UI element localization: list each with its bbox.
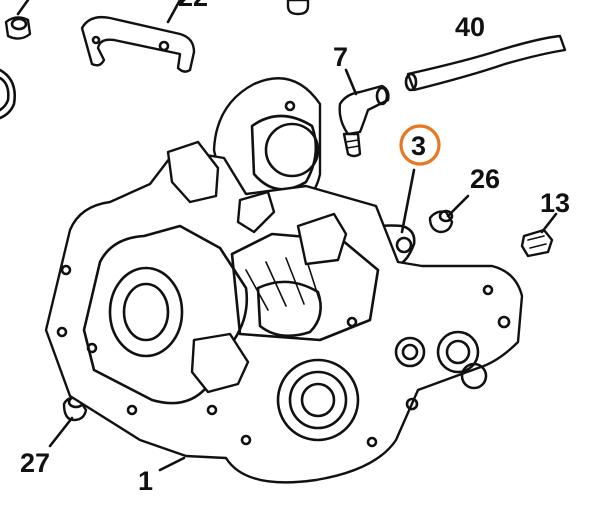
- leader-22: [166, 0, 182, 24]
- part-13-screw-plug[interactable]: [520, 228, 554, 258]
- part-top-left-fragment: [0, 0, 32, 120]
- callout-26[interactable]: 26: [470, 164, 500, 194]
- callout-27[interactable]: 27: [20, 448, 50, 478]
- leader-7: [344, 68, 358, 96]
- leader-26: [446, 194, 470, 218]
- callout-40[interactable]: 40: [455, 12, 485, 42]
- part-40-hose[interactable]: [404, 34, 567, 92]
- callout-22[interactable]: 22: [178, 0, 208, 12]
- callout-13[interactable]: 13: [540, 188, 570, 218]
- part-1-crankcase[interactable]: [44, 77, 524, 484]
- callout-7[interactable]: 7: [333, 42, 348, 72]
- part-22-bracket[interactable]: [80, 15, 196, 73]
- part-26-dowel[interactable]: [428, 209, 454, 234]
- callout-3-highlight-ring: [399, 124, 441, 166]
- leader-13: [540, 212, 558, 234]
- leader-1: [158, 456, 186, 472]
- part-top-bushing[interactable]: [286, 0, 310, 16]
- callout-3[interactable]: 3: [411, 131, 426, 161]
- callout-1[interactable]: 1: [138, 466, 153, 496]
- leader-27: [48, 416, 74, 448]
- part-7-elbow-fitting[interactable]: [338, 84, 390, 158]
